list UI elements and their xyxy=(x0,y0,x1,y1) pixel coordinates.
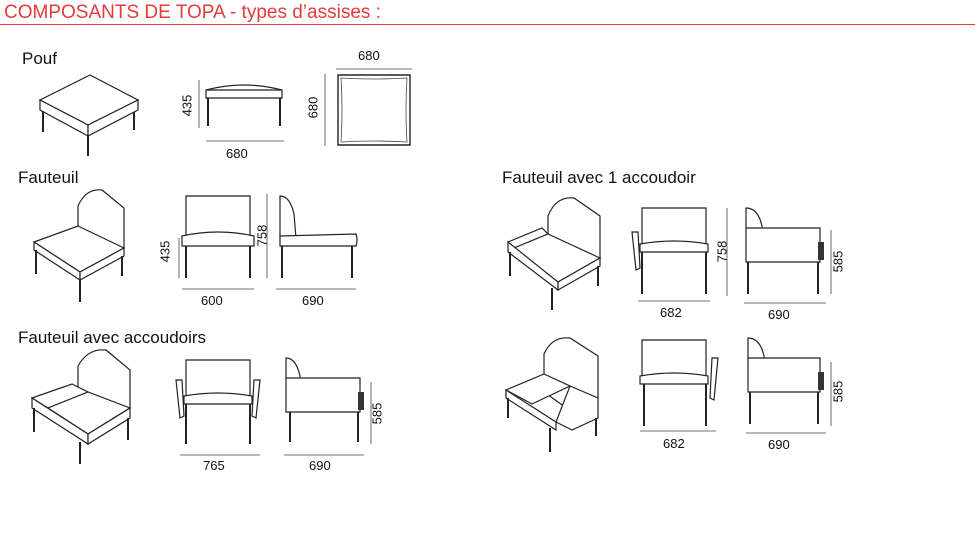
fauteuil-depth-dimension-line xyxy=(274,284,358,294)
fauteuil-1-accoudoir-a-arm-height-dimension-line xyxy=(826,228,836,296)
pouf-top-width-dimension-line xyxy=(334,64,414,74)
pouf-top-view xyxy=(334,72,414,148)
fauteuil-accoudoirs-height-label: 585 xyxy=(369,402,385,425)
fauteuil-1-accoudoir-b-width-dimension-line xyxy=(638,426,718,436)
pouf-isometric-drawing xyxy=(30,70,150,160)
pouf-height-dimension-line xyxy=(194,74,204,134)
section-label-pouf: Pouf xyxy=(22,49,57,68)
fauteuil-accoudoirs-height-dimension-line xyxy=(366,380,376,446)
fauteuil-1-accoudoir-a-front-view xyxy=(630,206,714,298)
fauteuil-accoudoirs-isometric-drawing xyxy=(26,346,138,466)
section-label-fauteuil: Fauteuil xyxy=(18,168,79,187)
fauteuil-side-view xyxy=(276,190,360,282)
section-label-fauteuil-accoudoirs: Fauteuil avec accoudoirs xyxy=(18,328,207,347)
section-label-fauteuil-1-accoudoir: Fauteuil avec 1 accoudoir xyxy=(502,168,696,187)
fauteuil-1-accoudoir-a-arm-height-label: 585 xyxy=(830,250,846,273)
pouf-top-depth-dimension-line xyxy=(320,72,330,148)
fauteuil-1-accoudoir-b-isometric-drawing xyxy=(500,334,608,456)
fauteuil-1-accoudoir-b-width-label: 682 xyxy=(663,436,685,451)
fauteuil-1-accoudoir-a-width-dimension-line xyxy=(636,296,712,306)
page-title: COMPOSANTS DE TOPA - types d’assises : xyxy=(4,2,381,23)
pouf-width-label: 680 xyxy=(226,146,248,161)
pouf-top-width-label: 680 xyxy=(358,48,380,63)
fauteuil-width-dimension-line xyxy=(180,284,256,294)
fauteuil-accoudoirs-width-dimension-line xyxy=(178,450,262,460)
fauteuil-accoudoirs-depth-label: 690 xyxy=(309,458,331,473)
fauteuil-seat-height-dimension-line xyxy=(174,236,184,280)
fauteuil-1-accoudoir-b-depth-label: 690 xyxy=(768,437,790,452)
fauteuil-depth-label: 690 xyxy=(302,293,324,308)
fauteuil-1-accoudoir-a-depth-label: 690 xyxy=(768,307,790,322)
fauteuil-accoudoirs-front-view xyxy=(172,356,264,448)
fauteuil-1-accoudoir-b-depth-dimension-line xyxy=(744,428,828,438)
fauteuil-front-view xyxy=(180,190,256,282)
fauteuil-1-accoudoir-a-isometric-drawing xyxy=(502,194,608,314)
fauteuil-isometric-drawing xyxy=(28,186,138,304)
fauteuil-1-accoudoir-a-side-view xyxy=(740,204,824,298)
title-underline xyxy=(0,24,975,25)
fauteuil-1-accoudoir-b-front-view xyxy=(636,336,722,430)
fauteuil-width-label: 600 xyxy=(201,293,223,308)
fauteuil-accoudoirs-width-label: 765 xyxy=(203,458,225,473)
fauteuil-accoudoirs-side-view xyxy=(282,354,364,446)
fauteuil-1-accoudoir-a-depth-dimension-line xyxy=(742,298,828,308)
fauteuil-1-accoudoir-b-arm-height-label: 585 xyxy=(830,380,846,403)
fauteuil-1-accoudoir-height-label: 758 xyxy=(714,240,730,263)
fauteuil-1-accoudoir-b-arm-height-dimension-line xyxy=(826,360,836,428)
pouf-height-label: 435 xyxy=(179,94,195,117)
pouf-width-dimension-line xyxy=(206,136,286,146)
pouf-top-depth-label: 680 xyxy=(305,96,321,119)
fauteuil-1-accoudoir-b-side-view xyxy=(742,334,824,428)
pouf-front-view xyxy=(200,78,290,130)
fauteuil-1-accoudoir-a-width-label: 682 xyxy=(660,305,682,320)
fauteuil-height-dimension-line xyxy=(262,190,272,282)
fauteuil-seat-height-label: 435 xyxy=(157,240,173,263)
fauteuil-accoudoirs-depth-dimension-line xyxy=(282,450,366,460)
fauteuil-1-accoudoir-height-dimension-line xyxy=(722,206,732,298)
fauteuil-height-label: 758 xyxy=(254,224,270,247)
